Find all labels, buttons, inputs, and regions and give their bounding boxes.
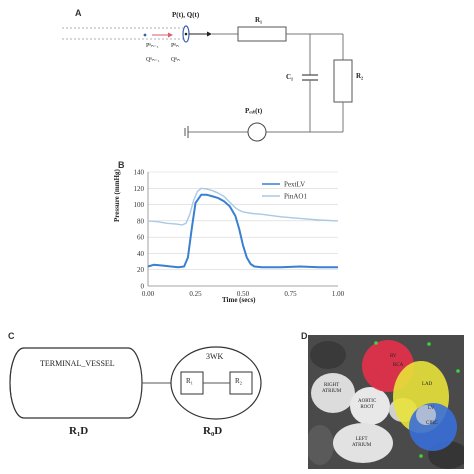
x-tick-label: 1.00 [332, 290, 345, 298]
circ-label: CIRC [426, 421, 438, 426]
ct-image [308, 335, 464, 469]
r1d-label: R₁D [69, 425, 89, 437]
r1-label: R₁ [255, 16, 263, 24]
x-tick-label: 0.00 [142, 290, 155, 298]
rca-label: RCA [393, 363, 404, 368]
x-tick-label: 0.50 [237, 290, 250, 298]
pext-source [247, 122, 267, 142]
aortic-root-region [350, 387, 390, 425]
chart-ylabel: Pressure (mmHg) [113, 169, 121, 222]
rv-label: RV [390, 354, 397, 359]
panel-c-diagram [9, 346, 262, 420]
terminal-vessel-label: TERMINAL_VESSEL [40, 359, 115, 368]
r1-resistor [237, 26, 287, 42]
y-tick-label: 60 [137, 234, 145, 242]
panel-b-letter: B [118, 160, 125, 170]
red-arrow-head [168, 32, 173, 38]
r0d-label: R₀D [203, 425, 223, 437]
vessel-cylinder-front [9, 347, 25, 419]
flow-arrow-head [207, 31, 212, 37]
y-tick-label: 20 [137, 266, 145, 274]
box-r1-label: R₁ [186, 377, 194, 385]
panel-d-letter: D [301, 331, 308, 341]
lv-cavity [416, 405, 436, 425]
panel-a-letter: A [75, 8, 82, 18]
pext-label: Pₑₓₜ(t) [245, 107, 263, 115]
x-tick-label: 0.25 [189, 290, 202, 298]
x-tick-label: 0.75 [284, 290, 297, 298]
3wk-label: 3WK [206, 352, 224, 361]
r2-resistor [333, 59, 353, 103]
legend-label: PinAO1 [284, 193, 307, 201]
right-atrium-region [311, 373, 355, 413]
aortic-root-label: AORTIC ROOT [358, 399, 377, 410]
lad-label: LAD [422, 382, 433, 387]
p-right-label: Pⁿₙ [171, 43, 179, 49]
left-atrium-label: LEFT ATRIUM [352, 437, 372, 448]
left-atrium-region [333, 423, 393, 463]
q-left-label: Qⁿₙ₋₁ [146, 57, 160, 63]
right-atrium-label: RIGHT ATRIUM [322, 383, 342, 394]
y-tick-label: 0 [141, 283, 145, 291]
panel-a-circuit [62, 25, 353, 142]
lv-label: LV [428, 406, 435, 411]
p-left-label: Pⁿₙ₋₁ [146, 43, 159, 49]
c1-label: C₁ [286, 73, 294, 81]
box-r2-label: R₂ [235, 377, 243, 385]
chart-xlabel: Time (secs) [222, 296, 256, 304]
q-right-label: Qⁿₙ [171, 57, 180, 63]
r2-label: R₂ [356, 72, 364, 80]
node-dot [184, 32, 188, 36]
y-tick-label: 120 [134, 185, 145, 193]
y-tick-label: 100 [134, 201, 145, 209]
pressure-chart: 0 20 40 60 80 100 120 140 0.00 0.25 0.50 0.75 1.00 Pe… [134, 169, 345, 299]
panel-c-letter: C [8, 331, 15, 341]
blue-point [143, 33, 147, 37]
y-tick-label: 80 [137, 217, 145, 225]
node-label: P(t), Q(t) [172, 11, 200, 19]
y-tick-label: 40 [137, 250, 145, 258]
y-tick-label: 140 [134, 169, 145, 177]
series-line-pextlv [147, 193, 338, 269]
series-line-pinao1 [147, 187, 339, 226]
legend-label: PextLV [284, 181, 305, 189]
